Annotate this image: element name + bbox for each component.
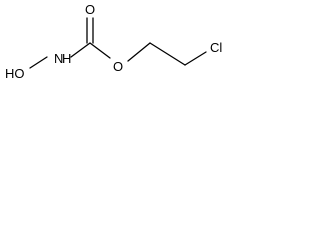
- bonds: [29, 17, 207, 69]
- chlorine-label: Cl: [210, 40, 222, 55]
- ester-oxygen-label: O: [113, 59, 123, 74]
- bond-o-n: [29, 56, 48, 69]
- bond-c-o-ester: [89, 42, 111, 59]
- atom-labels: HO N H O O Cl: [5, 2, 222, 81]
- bond-ch2-ch2: [149, 42, 186, 66]
- bond-o-ch2: [127, 42, 151, 62]
- hydroxyl-label: HO: [5, 66, 25, 81]
- molecule-diagram: HO N H O O Cl: [5, 2, 222, 81]
- carbonyl-oxygen-label: O: [85, 2, 95, 17]
- bond-n-c: [70, 42, 91, 58]
- bond-ch2-cl: [184, 51, 207, 66]
- structure-canvas: HO N H O O Cl: [0, 0, 237, 88]
- nitrogen-label: N: [54, 51, 63, 66]
- nitrogen-hydrogen-label: H: [62, 51, 71, 66]
